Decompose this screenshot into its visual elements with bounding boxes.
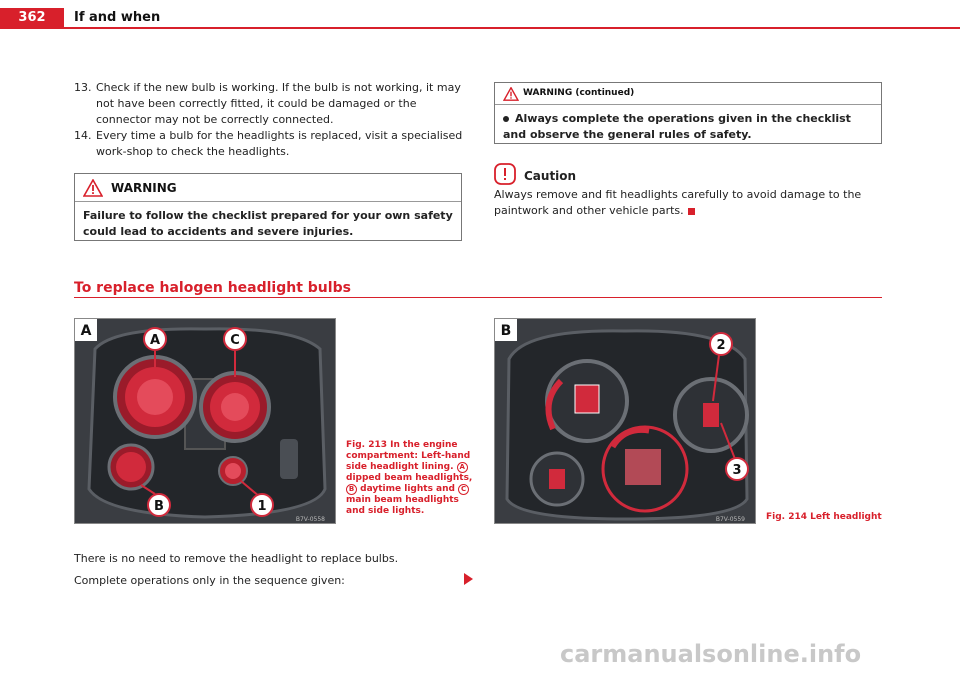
warning-continued-box: WARNING (continued) Always complete the …: [494, 82, 882, 144]
warning-title: WARNING: [111, 181, 177, 195]
headlight-rear-illustration: A A C B 1 B7V-0558: [75, 319, 335, 523]
warning-continued-title: WARNING (continued): [523, 88, 635, 98]
callout-label: B: [154, 499, 164, 514]
callout-label: C: [230, 333, 240, 348]
step-number: 13.: [74, 81, 92, 94]
warning-triangle-icon: [503, 87, 519, 101]
continue-arrow-icon: [464, 573, 473, 585]
figure-214-caption: Fig. 214 Left headlight: [766, 512, 882, 522]
bullet-icon: [503, 116, 509, 122]
figure-213-caption: Fig. 213 In the engine compartment: Left…: [346, 440, 476, 517]
caption-text: Fig. 213 In the engine compartment: Left…: [346, 440, 471, 472]
caption-text: main beam headlights and side lights.: [346, 495, 459, 516]
body-paragraph-2: Complete operations only in the sequence…: [74, 574, 345, 587]
section-title: To replace halogen headlight bulbs: [74, 280, 351, 296]
warning-continued-body: Always complete the operations given in …: [495, 105, 881, 147]
figure-code: B7V-0559: [716, 516, 745, 523]
step-13: 13. Check if the new bulb is working. If…: [74, 80, 466, 128]
caption-text: daytime lights and: [360, 484, 455, 494]
warning-header: WARNING: [75, 174, 461, 202]
body-paragraph-1: There is no need to remove the headlight…: [74, 552, 399, 565]
header-rule: [0, 27, 960, 29]
step-text: Every time a bulb for the headlights is …: [96, 129, 463, 158]
warning-continued-header: WARNING (continued): [495, 83, 881, 105]
caution-text: Always remove and fit headlights careful…: [494, 188, 862, 217]
section-rule: [74, 297, 882, 298]
caution-title: Caution: [524, 169, 577, 183]
page-header: 362 If and when: [0, 0, 960, 36]
caution-paragraph: Always remove and fit headlights careful…: [494, 187, 894, 219]
caution-icon: [494, 163, 516, 185]
step-text: Check if the new bulb is working. If the…: [96, 81, 461, 126]
warning-continued-text: Always complete the operations given in …: [503, 112, 851, 141]
step-number: 14.: [74, 129, 92, 142]
warning-text: Failure to follow the checklist prepared…: [83, 209, 453, 238]
caption-text: dipped beam headlights,: [346, 473, 473, 483]
panel-letter: A: [81, 323, 92, 339]
panel-letter: B: [501, 323, 512, 339]
left-headlight-illustration: B 2 3 B7V-0559: [495, 319, 755, 523]
ref-badge-a: A: [456, 462, 468, 473]
end-of-section-icon: [687, 207, 695, 215]
step-14: 14. Every time a bulb for the headlights…: [74, 128, 466, 160]
figure-213-image: A A C B 1 B7V-0558: [74, 318, 336, 524]
warning-box: WARNING Failure to follow the checklist …: [74, 173, 462, 241]
ref-badge-c: C: [458, 484, 470, 495]
callout-label: 3: [732, 463, 741, 478]
callout-label: A: [150, 333, 160, 348]
page-number: 362: [0, 8, 64, 28]
chapter-title: If and when: [74, 10, 161, 25]
warning-triangle-icon: [83, 179, 103, 197]
figure-code: B7V-0558: [296, 516, 325, 523]
ref-badge-b: B: [346, 484, 357, 495]
watermark: carmanualsonline.info: [560, 640, 862, 668]
callout-label: 2: [716, 338, 725, 353]
figure-214-image: B 2 3 B7V-0559: [494, 318, 756, 524]
callout-label: 1: [257, 499, 266, 514]
